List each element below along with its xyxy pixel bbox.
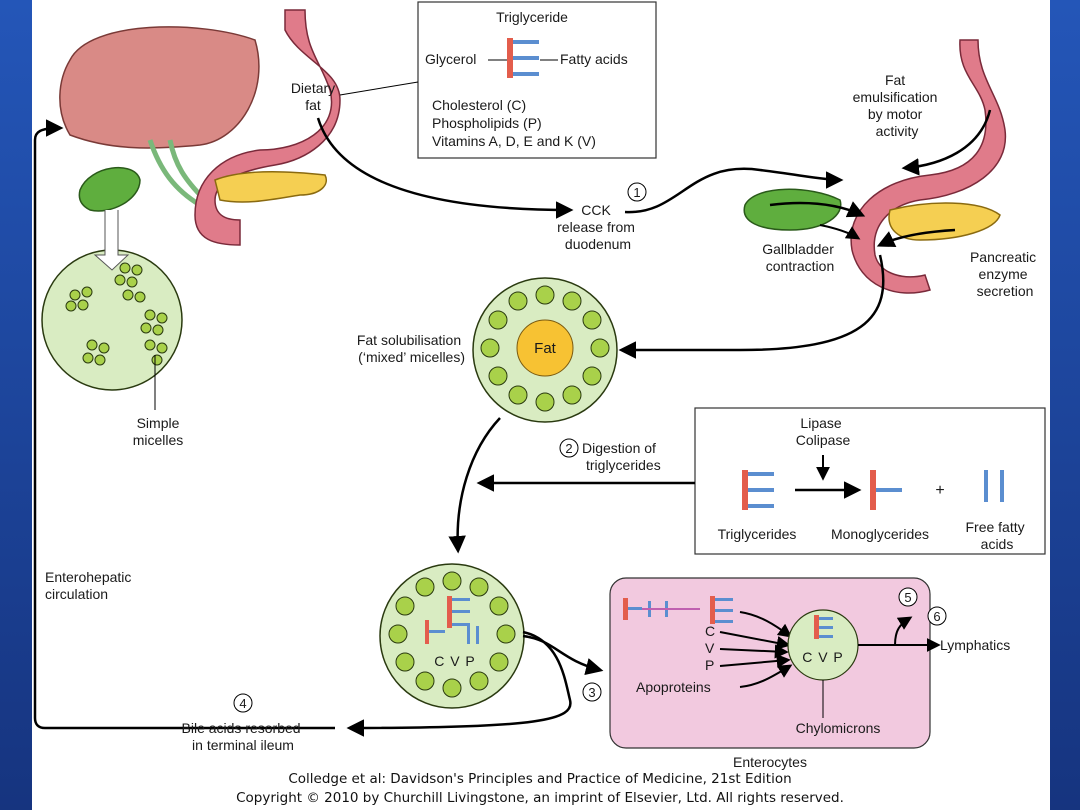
- triglyceride-title: Triglyceride: [496, 9, 568, 25]
- step1-marker: [627, 182, 647, 202]
- enterocytes-label: Enterocytes: [733, 754, 807, 770]
- chylomicron: [787, 609, 859, 681]
- citation-line-2: Copyright © 2010 by Churchill Livingston…: [236, 790, 844, 806]
- step2-number: 2: [565, 441, 572, 456]
- step5-marker: [898, 587, 918, 607]
- gallbladder: [78, 166, 141, 212]
- triglyceride-composition: Cholesterol (C) Phospholipids (P) Vitami…: [432, 97, 596, 149]
- step6-number: 6: [933, 609, 940, 624]
- right-border: [1050, 0, 1080, 810]
- fat-solubilisation-label: Fat solubilisation (‘mixed’ micelles): [357, 332, 465, 365]
- free-fatty-acids-label: Free fatty acids: [965, 519, 1028, 552]
- glycerol-label: Glycerol: [425, 51, 476, 67]
- free-fatty-acids-icon: [984, 470, 1004, 502]
- lymphatics-label: Lymphatics: [940, 637, 1010, 653]
- monoglycerides-label: Monoglycerides: [831, 526, 929, 542]
- liver: [59, 26, 260, 149]
- mixed-micelle: [472, 277, 618, 423]
- step1-number: 1: [633, 185, 640, 200]
- plus-sign: +: [935, 482, 944, 499]
- cvp-label-micelle: C V P: [434, 653, 476, 669]
- step3-number: 3: [588, 685, 595, 700]
- fatty-acids-label: Fatty acids: [560, 51, 628, 67]
- chylomicron-cvp: C V P: [802, 649, 844, 665]
- enterocyte-molecules: [623, 596, 733, 624]
- digested-micelle: [379, 563, 525, 709]
- step4-marker: [233, 693, 253, 713]
- enterocyte-v: V: [705, 640, 715, 656]
- enterohepatic-arrow: [33, 119, 335, 730]
- fat-emulsification-label: Fat emulsification by motor activity: [853, 72, 942, 139]
- step2-marker: [559, 438, 579, 458]
- arrow-to-cck: [316, 117, 574, 219]
- enterocyte-p: P: [705, 657, 714, 673]
- chylomicrons-label: Chylomicrons: [796, 720, 881, 736]
- apoproteins-label: Apoproteins: [636, 679, 711, 695]
- arrow-micelle-to-ileum: [346, 630, 572, 737]
- stomach: [194, 9, 341, 246]
- arrow-to-digested-micelle: [448, 417, 501, 554]
- arrow-to-mixed-micelles: [618, 254, 885, 359]
- triglyceride-molecule: [507, 38, 539, 78]
- cck-label: CCK release from duodenum: [557, 202, 639, 252]
- pancreas: [214, 171, 327, 203]
- stomach-right: [850, 39, 1007, 294]
- triglyceride-box: [417, 1, 657, 159]
- step3-marker: [582, 682, 602, 702]
- lipase-colipase-label: Lipase Colipase: [796, 415, 851, 448]
- digestion-label: Digestion of triglycerides: [582, 440, 661, 473]
- bile-duct: [147, 139, 207, 208]
- bile-acids-label: Bile acids resorbed in terminal ileum: [182, 720, 305, 753]
- enterocyte-c: C: [705, 623, 715, 639]
- pancreas-right: [888, 202, 1001, 241]
- monoglyceride-icon: [870, 470, 902, 510]
- gallbladder-right: [743, 188, 842, 231]
- gallbladder-contraction-label: Gallbladder contraction: [762, 241, 838, 274]
- pancreatic-secretion-label: Pancreatic enzyme secretion: [970, 249, 1040, 299]
- enterocyte-box: [609, 577, 931, 749]
- arrow-micelle-to-enterocyte: [522, 634, 604, 676]
- step4-number: 4: [239, 696, 246, 711]
- arrow-cck-to-duodenum: [624, 167, 844, 214]
- citation-line-1: Colledge et al: Davidson's Principles an…: [288, 771, 792, 787]
- step6-marker: [927, 606, 947, 626]
- enterohepatic-label: Enterohepatic circulation: [45, 569, 135, 602]
- fat-core-label: Fat: [534, 340, 557, 357]
- left-border: [0, 0, 32, 810]
- triglycerides-label: Triglycerides: [718, 526, 797, 542]
- triglycerides-icon: [742, 470, 774, 510]
- step5-number: 5: [904, 590, 911, 605]
